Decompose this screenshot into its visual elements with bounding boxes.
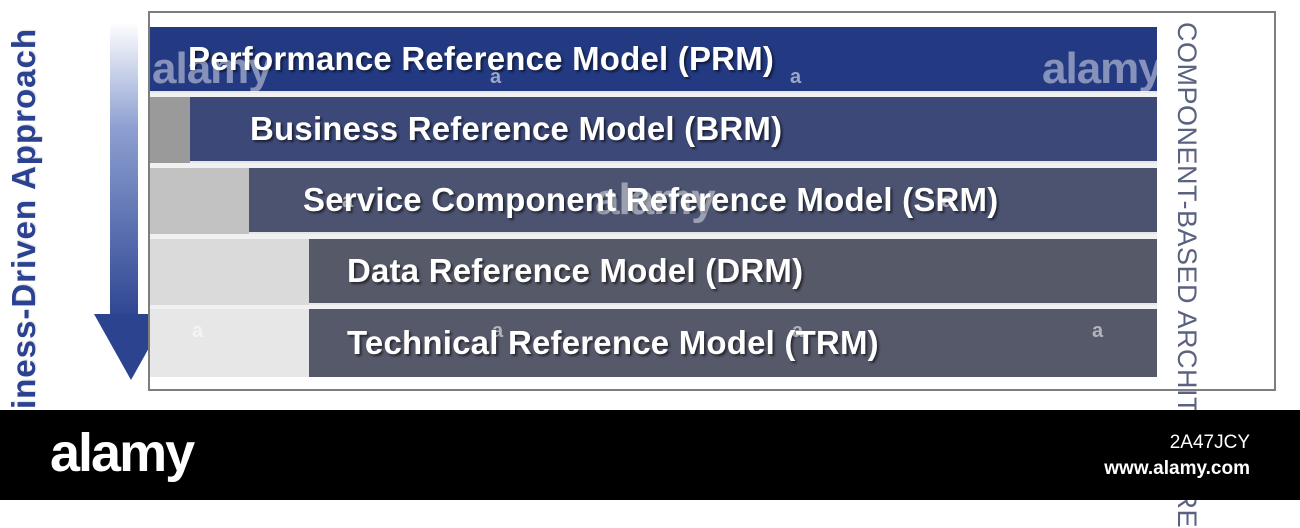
- step-block-trm: [150, 309, 309, 377]
- watermark-mark-6: a: [492, 320, 504, 342]
- step-block-srm: [150, 168, 249, 234]
- layer-trm-label: Technical Reference Model (TRM): [347, 324, 879, 361]
- layer-srm-label: Service Component Reference Model (SRM): [303, 181, 999, 218]
- footer-bar: alamy 2A47JCY www.alamy.com: [0, 410, 1300, 500]
- layer-prm-label: Performance Reference Model (PRM): [188, 40, 775, 77]
- layer-drm-label: Data Reference Model (DRM): [347, 252, 804, 289]
- watermark-mark-1: a: [490, 66, 502, 88]
- layer-srm: Service Component Reference Model (SRM): [249, 168, 1157, 234]
- watermark-mark-2: a: [790, 66, 802, 88]
- left-axis-label: Business-Driven Approach: [5, 28, 42, 474]
- watermark-mark-4: a: [942, 190, 954, 212]
- footer-image-id: 2A47JCY: [1169, 432, 1250, 453]
- layer-brm-label: Business Reference Model (BRM): [250, 110, 783, 147]
- watermark-mark-7: a: [792, 320, 804, 342]
- watermark-mark-5: a: [192, 320, 204, 342]
- watermark-mark-3: a: [342, 190, 354, 212]
- layer-prm: Performance Reference Model (PRM): [150, 27, 1157, 93]
- step-block-brm: [150, 97, 190, 163]
- layer-trm: Technical Reference Model (TRM): [309, 309, 1157, 377]
- step-block-drm: [150, 239, 309, 305]
- layer-brm: Business Reference Model (BRM): [190, 97, 1157, 163]
- diagram-canvas: Business-Driven Approach Performance Ref…: [5, 11, 1276, 528]
- footer-site-url: www.alamy.com: [1104, 458, 1250, 479]
- layer-drm: Data Reference Model (DRM): [309, 239, 1157, 305]
- business-driven-approach-text: Business-Driven Approach: [5, 28, 42, 475]
- watermark-mark-8: a: [1092, 320, 1104, 342]
- footer-logo: alamy: [50, 423, 195, 483]
- right-axis-label: COMPONENT-BASED ARCHITECTURE: [1172, 22, 1202, 528]
